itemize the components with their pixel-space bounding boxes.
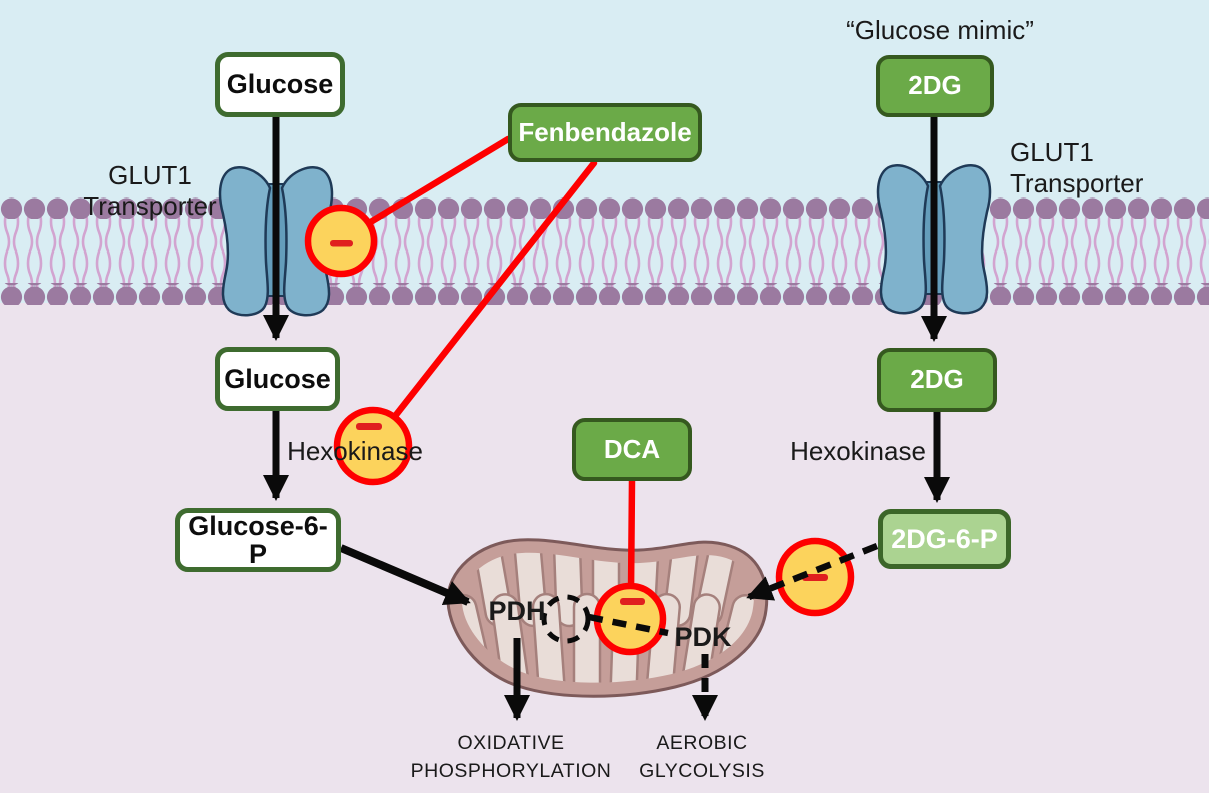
fenbendazole-glut1-inhibit-line <box>365 135 512 227</box>
2dg-mid-label: 2DG <box>910 364 964 395</box>
2dg-mid-box: 2DG <box>877 348 997 412</box>
dca-label: DCA <box>603 433 661 464</box>
inhibition-minus-icon <box>330 240 353 247</box>
dashed-line-pdk-to-pdh <box>588 613 669 637</box>
dg6p-inhibition-badge <box>775 537 855 617</box>
aerobic-glycolysis-caption: AEROBIC GLYCOLYSIS <box>612 730 792 785</box>
inhibition-minus-icon <box>620 598 645 605</box>
glucose-6-p-box: Glucose-6-P <box>175 508 341 572</box>
pdh-label: PDH <box>488 596 546 626</box>
glut1-right-label: GLUT1 Transporter <box>1010 137 1143 198</box>
arrow-g6p-to-pdh <box>339 544 471 606</box>
dca-box: DCA <box>572 418 692 481</box>
2dg-6-p-box: 2DG-6-P <box>878 509 1011 569</box>
glucose-top-box: Glucose <box>215 52 345 117</box>
aerobic-line1: AEROBIC <box>656 732 748 754</box>
oxidative-phosphorylation-caption: OXIDATIVE PHOSPHORYLATION <box>406 730 616 785</box>
glucose-mimic-label: “Glucose mimic” <box>846 15 1034 45</box>
glucose-mid-label: Glucose <box>224 363 331 394</box>
glucose-top-label: Glucose <box>226 69 334 100</box>
glut1-inhibition-badge <box>304 204 378 278</box>
glut1-right-line1: GLUT1 <box>1010 137 1094 167</box>
hexokinase-right-label: Hexokinase <box>790 436 926 466</box>
membrane-inner-heads <box>0 283 1209 305</box>
pdk-inhibition-badge <box>593 582 667 656</box>
inhibition-minus-icon <box>356 423 382 430</box>
hexokinase-left-label: Hexokinase <box>287 436 423 466</box>
pdh-dashed-ring <box>541 594 591 644</box>
fenbendazole-box: Fenbendazole <box>508 103 702 162</box>
glut1-right-line2: Transporter <box>1010 167 1144 198</box>
glut1-left-line1: GLUT1 <box>108 160 192 190</box>
pdk-label: PDK <box>674 622 732 652</box>
dashed-arrow-2dg6p-to-pdk <box>746 542 879 601</box>
2dg-6-p-label: 2DG-6-P <box>891 523 998 554</box>
2dg-top-box: 2DG <box>876 55 994 117</box>
inhibition-minus-icon <box>802 574 828 581</box>
glut1-left-label: GLUT1 Transporter <box>55 160 245 221</box>
aerobic-line2: GLYCOLYSIS <box>639 759 765 782</box>
glucose-mid-box: Glucose <box>215 347 340 411</box>
2dg-top-label: 2DG <box>908 70 962 101</box>
fenbendazole-hexokinase-inhibit-line <box>388 159 598 424</box>
oxphos-line2: PHOSPHORYLATION <box>410 759 612 782</box>
glut1-left-line2: Transporter <box>83 190 217 221</box>
fenbendazole-label: Fenbendazole <box>518 116 692 147</box>
glucose-6-p-label: Glucose-6-P <box>188 510 328 569</box>
oxphos-line1: OXIDATIVE <box>457 732 565 754</box>
dca-pdk-inhibit-line <box>627 477 636 596</box>
hexokinase-inhibition-badge <box>333 406 413 486</box>
glut1-transporter-right-shape <box>876 164 992 315</box>
